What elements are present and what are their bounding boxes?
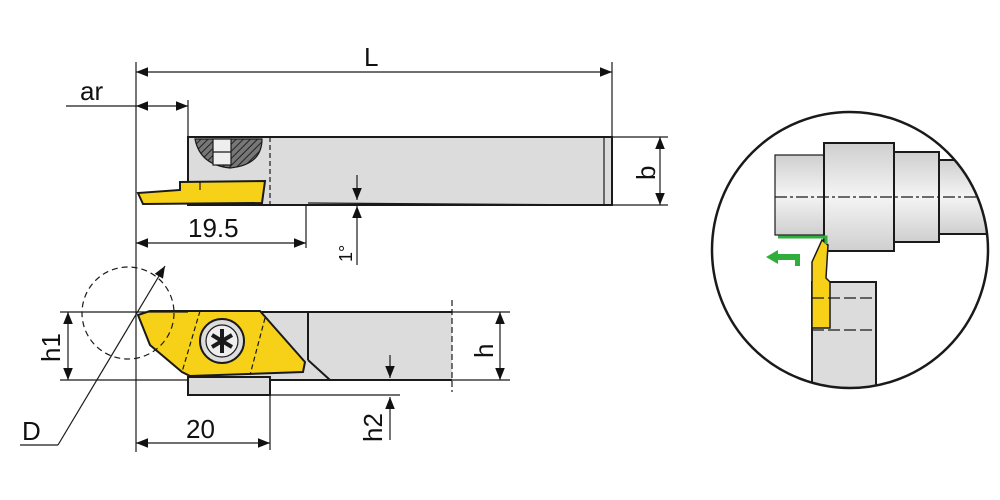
bottom-view	[81, 266, 453, 396]
label-20: 20	[186, 414, 215, 444]
label-h1: h1	[36, 333, 66, 362]
label-b: b	[631, 166, 661, 180]
label-h2: h2	[358, 413, 388, 442]
label-19-5: 19.5	[188, 213, 239, 243]
dim-D	[57, 265, 166, 446]
detail-view	[710, 110, 990, 390]
insert-circle	[81, 266, 175, 360]
label-h: h	[469, 344, 499, 358]
label-L: L	[364, 42, 378, 72]
label-D: D	[22, 416, 41, 446]
label-angle: 1°	[336, 245, 356, 262]
insert-top	[136, 179, 267, 206]
feed-arrow-icon	[766, 250, 800, 266]
detail-circle	[710, 110, 990, 390]
top-view	[136, 136, 613, 206]
label-ar: ar	[80, 76, 103, 106]
